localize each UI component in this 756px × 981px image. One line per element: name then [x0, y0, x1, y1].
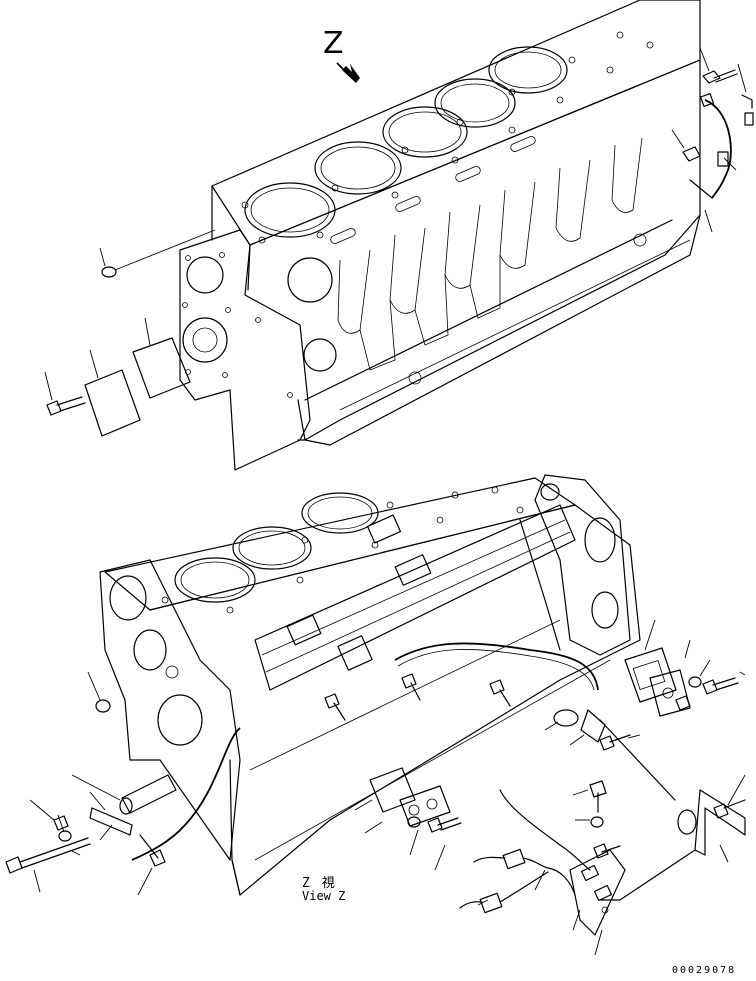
nut — [29, 799, 69, 831]
upper-block-top-deck — [211, 0, 701, 246]
cover-plate — [399, 785, 451, 827]
upper-left-parts — [44, 229, 216, 437]
small-bolt — [589, 780, 607, 798]
upper-engine-block — [179, 0, 754, 471]
sensor-upper — [473, 848, 549, 870]
harness-wire — [499, 789, 591, 871]
union-fitting — [675, 695, 691, 711]
lower-left-parts — [5, 671, 177, 896]
upper-oil-tube — [704, 99, 732, 199]
cylinder-bore — [382, 106, 468, 158]
washer — [407, 816, 421, 828]
cooler-bolts — [324, 673, 511, 721]
cylinder-bore — [314, 141, 402, 195]
lower-rear-plate — [534, 474, 631, 656]
harness-lead — [599, 719, 676, 801]
lower-engine-block — [99, 474, 641, 896]
lower-right-parts — [544, 619, 746, 901]
side-wall-bays — [337, 137, 643, 371]
sensor-flange — [580, 709, 606, 743]
plug — [95, 699, 111, 713]
connector-bolt — [593, 843, 621, 859]
oil-cooler-body — [254, 504, 576, 691]
bolt-head — [46, 400, 62, 416]
deck-bolt-holes — [241, 31, 654, 244]
lower-block-top-deck — [104, 477, 576, 611]
bracket-bolt — [713, 799, 746, 819]
cover-plate — [84, 369, 141, 437]
washer — [58, 830, 72, 842]
cylinder-bore — [301, 492, 379, 534]
pipe-bolt — [137, 834, 166, 896]
pipe-sleeve — [121, 774, 177, 814]
view-z-arrow — [336, 62, 360, 83]
washer — [688, 676, 702, 688]
cylinder-bore — [434, 78, 516, 128]
bracket — [694, 789, 746, 856]
cylinder-bore — [174, 557, 256, 603]
view-letter: Z — [323, 26, 344, 61]
view-z-parts — [354, 767, 626, 956]
gasket — [369, 767, 416, 813]
cylinder-bore — [488, 46, 568, 94]
small-washer — [590, 816, 604, 828]
plug — [101, 266, 117, 278]
gasket — [132, 337, 191, 399]
pipe-clamp-bracket — [89, 807, 133, 836]
drawing-number: 00029078 — [672, 965, 737, 976]
tube-clip — [744, 112, 754, 126]
cylinder-bore — [232, 526, 312, 570]
plate-bolt — [427, 817, 462, 833]
connector-bracket — [569, 849, 626, 936]
bracket-wire — [599, 849, 696, 901]
lower-front-plate — [99, 559, 241, 861]
sensor-lower — [459, 871, 549, 914]
cover-bolt — [702, 677, 739, 695]
gasket — [624, 647, 677, 703]
view-caption-english: View Z — [302, 889, 346, 903]
view-caption-japanese: Z 視 — [302, 876, 337, 891]
long-bolt — [5, 837, 91, 893]
upper-right-bolt — [702, 69, 738, 84]
upper-block-side-wall — [249, 59, 701, 441]
grommet — [677, 809, 697, 835]
flange — [553, 709, 579, 727]
cover-plate — [649, 669, 691, 717]
flange-bolt — [599, 734, 631, 751]
upper-right-leaders — [671, 47, 747, 233]
oil-pipe — [131, 727, 241, 861]
upper-right-connector — [682, 146, 729, 167]
upper-front-plate — [179, 229, 311, 471]
